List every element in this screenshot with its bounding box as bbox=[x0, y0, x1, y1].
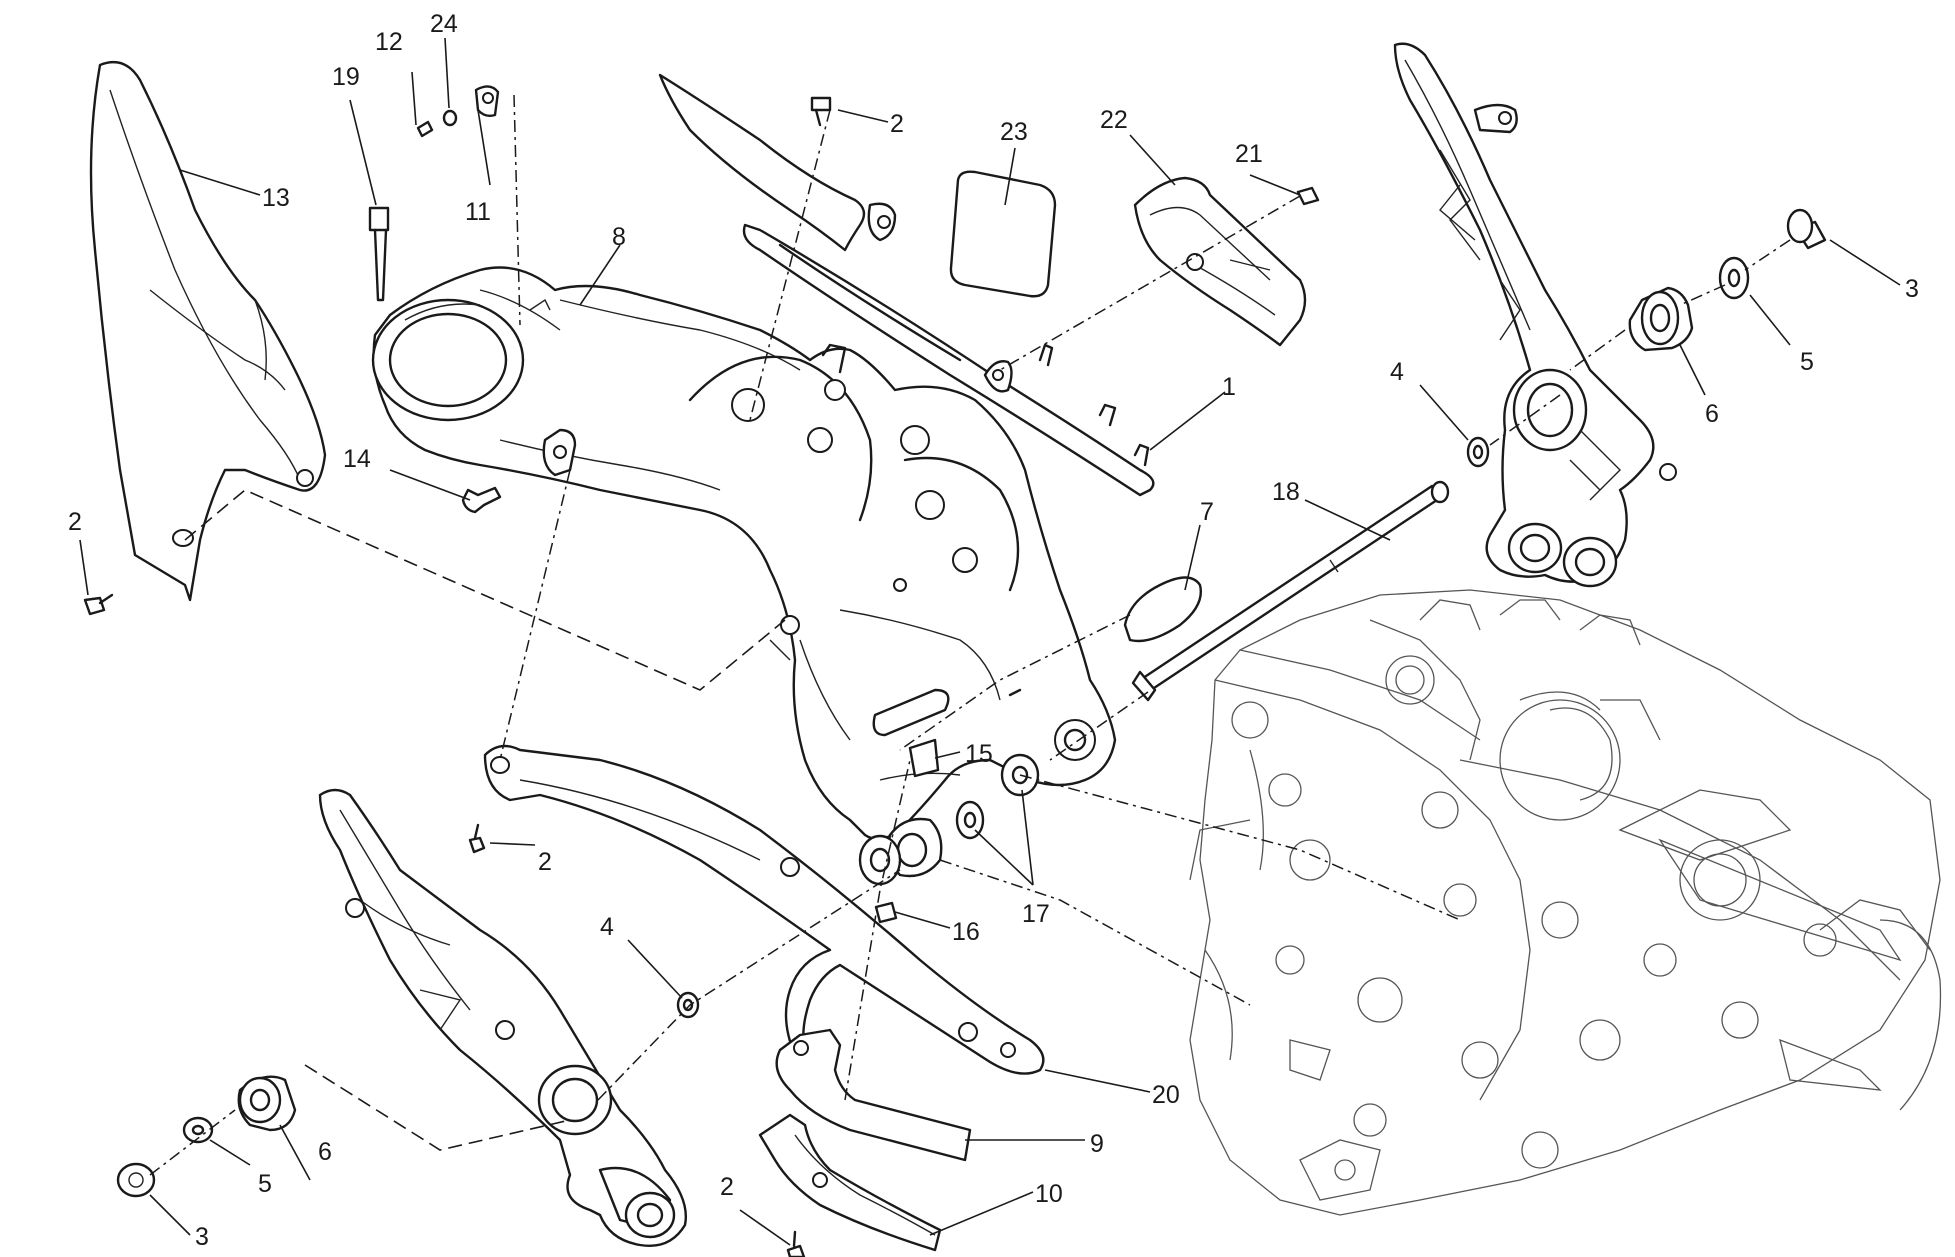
callout-10: 10 bbox=[1035, 1180, 1063, 1208]
callout-12: 12 bbox=[375, 28, 403, 56]
callout-17: 17 bbox=[1022, 900, 1050, 928]
chain-cover-small bbox=[1133, 176, 1307, 347]
chain-guard-lower bbox=[483, 744, 1045, 1075]
chain-guard-upper bbox=[658, 73, 1155, 497]
callout-6: 6 bbox=[1705, 400, 1719, 428]
callout-20: 20 bbox=[1152, 1081, 1180, 1109]
callout-7: 7 bbox=[1200, 498, 1214, 526]
rubber-seal bbox=[1123, 576, 1202, 643]
callout-5: 5 bbox=[258, 1170, 272, 1198]
callout-18: 18 bbox=[1272, 478, 1300, 506]
callout-labels: 1 2 2 2 2 3 3 4 4 5 5 6 6 7 8 9 10 11 12… bbox=[68, 10, 1919, 1251]
right-footpeg-bracket bbox=[1393, 42, 1677, 588]
callout-23: 23 bbox=[1000, 118, 1028, 146]
adhesive-pad bbox=[949, 170, 1057, 298]
swingarm-pivot-axle bbox=[1131, 480, 1450, 702]
callout-3: 3 bbox=[195, 1223, 209, 1251]
callout-19: 19 bbox=[332, 63, 360, 91]
callout-22: 22 bbox=[1100, 106, 1128, 134]
callout-13: 13 bbox=[262, 184, 290, 212]
engine-block bbox=[1189, 589, 1942, 1216]
callout-24: 24 bbox=[430, 10, 458, 38]
callout-5: 5 bbox=[1800, 348, 1814, 376]
callout-2: 2 bbox=[720, 1173, 734, 1201]
callout-3: 3 bbox=[1905, 275, 1919, 303]
right-footpeg-hardware bbox=[1466, 208, 1827, 468]
callout-11: 11 bbox=[465, 198, 491, 226]
callout-2: 2 bbox=[68, 508, 82, 536]
assembly-lines bbox=[149, 94, 1791, 1176]
callout-2: 2 bbox=[890, 110, 904, 138]
left-footpeg-bracket bbox=[318, 788, 687, 1247]
callout-14: 14 bbox=[343, 445, 371, 473]
callout-21: 21 bbox=[1235, 140, 1263, 168]
swingarm bbox=[371, 266, 1117, 841]
chain-slider-10 bbox=[758, 1113, 942, 1252]
chain-slider-9 bbox=[775, 1028, 972, 1162]
callout-16: 16 bbox=[952, 918, 980, 946]
callout-1: 1 bbox=[1222, 373, 1236, 401]
left-footpeg-hardware bbox=[116, 991, 700, 1198]
bolts bbox=[83, 85, 1320, 1257]
callout-4: 4 bbox=[1390, 358, 1404, 386]
callout-15: 15 bbox=[965, 740, 993, 768]
rear-mudguard bbox=[89, 60, 327, 602]
callout-9: 9 bbox=[1090, 1130, 1104, 1158]
callout-4: 4 bbox=[600, 913, 614, 941]
leader-lines bbox=[79, 37, 1901, 1246]
callout-6: 6 bbox=[318, 1138, 332, 1166]
callout-2: 2 bbox=[538, 848, 552, 876]
callout-8: 8 bbox=[612, 223, 626, 251]
